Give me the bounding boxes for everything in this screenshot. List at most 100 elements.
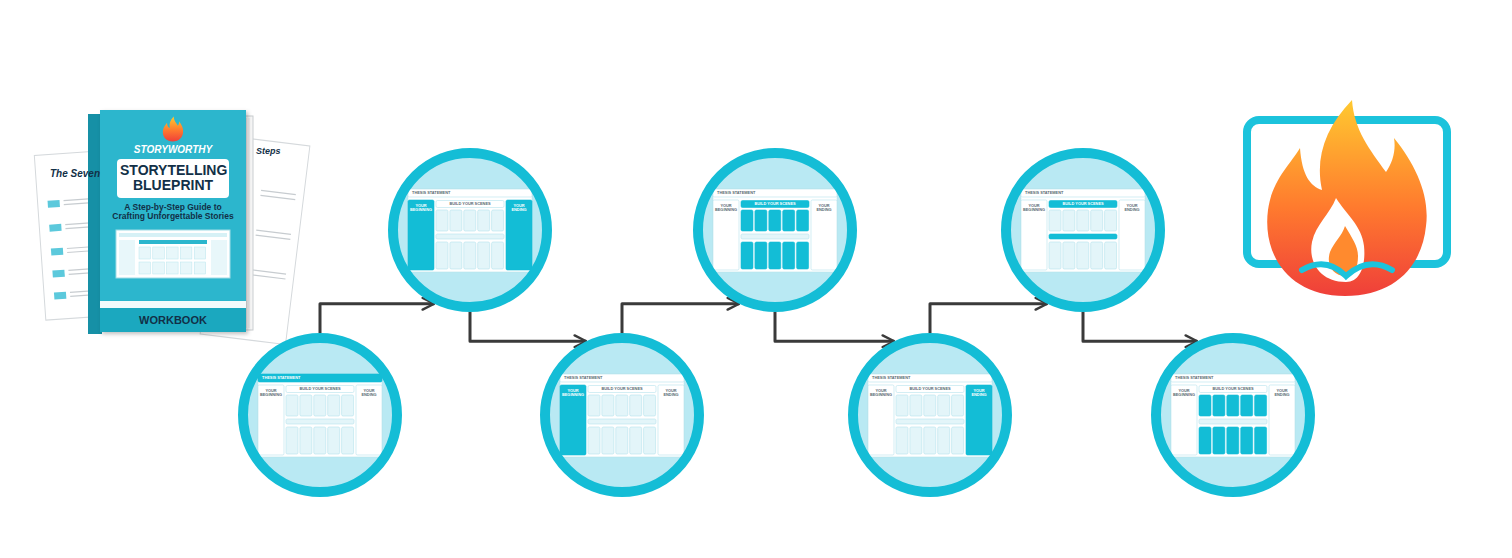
template-end [811, 200, 837, 270]
template-row1 [314, 395, 326, 416]
circle-ground [698, 153, 852, 307]
step-circle: THESIS STATEMENTBUILD YOUR SCENESYOUR BE… [693, 148, 857, 312]
template-end [1269, 385, 1295, 455]
flow-arrow [775, 312, 894, 341]
circle-ring [1006, 153, 1160, 307]
template-row1 [769, 210, 781, 231]
template-row1 [616, 395, 628, 416]
template-row2 [1241, 427, 1253, 454]
ending-label: YOUR ENDING [658, 389, 684, 398]
thesis-label: THESIS STATEMENT [412, 191, 492, 195]
template-begin [713, 200, 739, 270]
ending-label: YOUR ENDING [966, 389, 992, 398]
template-row1 [1077, 210, 1089, 231]
template-row1 [588, 395, 600, 416]
template-row1 [478, 210, 490, 231]
template-thesis [258, 374, 382, 382]
flame-shape [163, 117, 183, 142]
scenes-label: BUILD YOUR SCENES [588, 387, 656, 391]
template-row1 [783, 210, 795, 231]
template-thesis [1021, 189, 1145, 197]
template-thesis [560, 374, 684, 382]
flow-arrow [1083, 312, 1197, 341]
circle-ground [1156, 338, 1310, 492]
circle-ring [243, 338, 397, 492]
template-row2 [436, 242, 448, 269]
beginning-label: YOUR BEGINNING [560, 389, 586, 398]
circle-ground [393, 153, 547, 307]
template-row1 [492, 210, 504, 231]
beginning-label: YOUR BEGINNING [1021, 204, 1047, 213]
template-row1 [952, 395, 964, 416]
step-circle: THESIS STATEMENT BUILD YOUR SCENESYOUR BE… [540, 333, 704, 497]
template-row1 [1213, 395, 1225, 416]
template-row2 [910, 427, 922, 454]
worksheet-heading: The Seven [50, 168, 100, 179]
template-thumbnail [115, 229, 231, 279]
ending-label: YOUR ENDING [506, 204, 532, 213]
template-row2 [1091, 242, 1103, 269]
template-row2 [300, 427, 312, 454]
template-row1 [644, 395, 656, 416]
template-row2 [924, 427, 936, 454]
flow-arrow [930, 304, 1047, 333]
template-begin [1021, 200, 1047, 270]
ending-label: YOUR ENDING [1119, 204, 1145, 213]
template-row2 [1213, 427, 1225, 454]
circle-ring [853, 338, 1007, 492]
template-end [356, 385, 382, 455]
template-row2 [741, 242, 753, 269]
template-mid [741, 234, 809, 239]
template-panel [408, 189, 532, 272]
template-row2 [1063, 242, 1075, 269]
circle-ring [393, 153, 547, 307]
beginning-label: YOUR BEGINNING [258, 389, 284, 398]
template-header [1199, 386, 1267, 393]
template-row1 [741, 210, 753, 231]
template-begin [408, 200, 434, 270]
scenes-label: BUILD YOUR SCENES [741, 202, 809, 206]
template-thumbnail [1001, 148, 1165, 312]
thesis-label: THESIS STATEMENT [564, 376, 644, 380]
template-row1 [1241, 395, 1253, 416]
template-row2 [1077, 242, 1089, 269]
template-row1 [300, 395, 312, 416]
step-circle: THESIS STATEMENTBUILD YOUR SCENESYOUR BE… [848, 333, 1012, 497]
template-row2 [602, 427, 614, 454]
template-row2 [783, 242, 795, 269]
template-row1 [1063, 210, 1075, 231]
beginning-label: YOUR BEGINNING [1171, 389, 1197, 398]
flow-arrow [470, 312, 586, 341]
circle-ground [243, 338, 397, 492]
template-row2 [1049, 242, 1061, 269]
book-label: WORKBOOK [100, 301, 246, 332]
template-row1 [602, 395, 614, 416]
template-panel [560, 374, 684, 457]
template-row1 [797, 210, 809, 231]
beginning-label: YOUR BEGINNING [408, 204, 434, 213]
template-row1 [755, 210, 767, 231]
template-row1 [924, 395, 936, 416]
template-panel [1171, 374, 1295, 457]
thesis-label: THESIS STATEMENT [872, 376, 952, 380]
template-row1 [464, 210, 476, 231]
circle-ground [1006, 153, 1160, 307]
step-circle: THESIS STATEMENTBUILD YOUR SCENESYOUR BE… [1151, 333, 1315, 497]
beginning-label: YOUR BEGINNING [868, 389, 894, 398]
template-row2 [342, 427, 354, 454]
template-thumbnail [693, 148, 857, 312]
template-panel [1021, 189, 1145, 272]
template-end [506, 200, 532, 270]
template-header [286, 386, 354, 393]
template-row2 [1227, 427, 1239, 454]
scenes-label: BUILD YOUR SCENES [1199, 387, 1267, 391]
template-row2 [797, 242, 809, 269]
template-thumbnail [540, 333, 704, 497]
template-end [1119, 200, 1145, 270]
template-thesis [1171, 374, 1295, 382]
ending-label: YOUR ENDING [356, 389, 382, 398]
template-row1 [1049, 210, 1061, 231]
circle-ring [545, 338, 699, 492]
template-header [588, 386, 656, 393]
template-row2 [938, 427, 950, 454]
